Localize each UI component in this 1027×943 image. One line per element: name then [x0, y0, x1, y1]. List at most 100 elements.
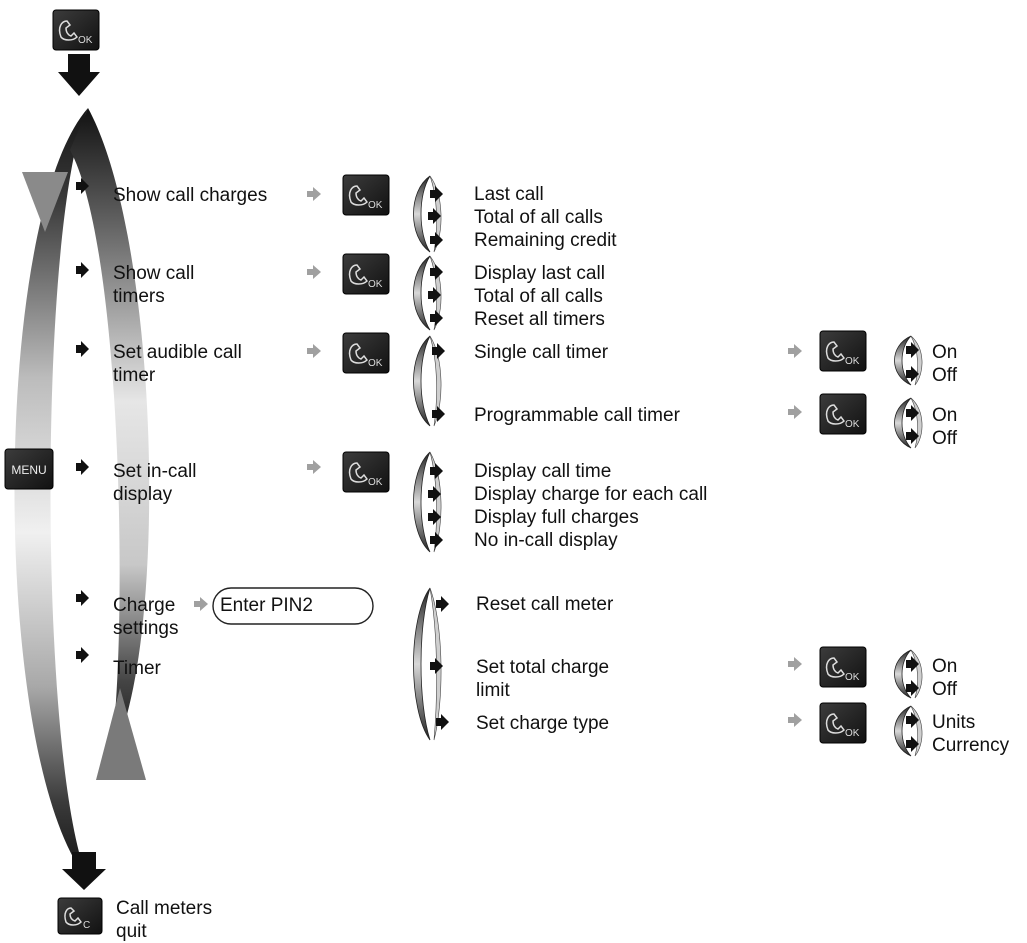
submenu-single-call-timer[interactable]: Single call timer [474, 342, 609, 363]
submenu-set-total-charge-limit[interactable]: Set total charge limit [476, 657, 610, 701]
menu-pointer-arrow-1 [76, 262, 89, 278]
gray-arrow-pin2 [194, 597, 208, 611]
submenu-programmable-call-timer[interactable]: Programmable call timer [474, 405, 680, 426]
ok-key-3: OK [342, 451, 390, 493]
svg-text:OK: OK [368, 279, 383, 290]
ok-key-top: OK [52, 9, 100, 51]
option-arrow-7 [906, 736, 919, 752]
option-charge-limit-off[interactable]: Off [932, 679, 957, 700]
option-single-timer-off[interactable]: Off [932, 365, 957, 386]
pin-box-outline [212, 587, 374, 625]
submenu-display-charge-each-call[interactable]: Display charge for each call [474, 484, 708, 505]
submenu-arrow-2 [430, 232, 443, 248]
ok-key-label: OK [78, 35, 93, 46]
menu-item-show-call-timers[interactable]: Show call timers [113, 263, 195, 307]
gray-arrow-col3-1 [788, 405, 802, 419]
submenu-no-in-call-display[interactable]: No in-call display [474, 530, 618, 551]
option-programmable-timer-off[interactable]: Off [932, 428, 957, 449]
submenu-set-charge-type[interactable]: Set charge type [476, 713, 610, 734]
menu-pointer-arrow-0 [76, 178, 89, 194]
menu-pointer-arrow-4 [76, 590, 89, 606]
submenu-display-full-charges[interactable]: Display full charges [474, 507, 639, 528]
submenu-total-all-calls-timers[interactable]: Total of all calls [474, 286, 603, 307]
submenu-loop-in-call-display [413, 451, 442, 553]
submenu-last-call[interactable]: Last call [474, 184, 544, 205]
submenu-reset-call-meter[interactable]: Reset call meter [476, 594, 614, 615]
option-charge-limit-on[interactable]: On [932, 656, 958, 677]
menu-pointer-arrow-5 [76, 647, 89, 663]
option-arrow-5 [906, 680, 919, 696]
submenu-total-all-calls-charges[interactable]: Total of all calls [474, 207, 603, 228]
submenu-arrow-13 [430, 658, 443, 674]
ok-key-1: OK [342, 253, 390, 295]
option-arrow-1 [906, 366, 919, 382]
option-loop-charge-type [894, 705, 923, 757]
menu-pointer-arrow-2 [76, 341, 89, 357]
menu-pointer-arrow-3 [76, 459, 89, 475]
option-single-timer-on[interactable]: On [932, 342, 958, 363]
gray-arrow-col1-3 [307, 460, 321, 474]
submenu-remaining-credit[interactable]: Remaining credit [474, 230, 617, 251]
ok-key-0: OK [342, 174, 390, 216]
down-arrow-bottom [62, 852, 106, 890]
option-loop-single-timer [894, 335, 923, 386]
ring-left-half [14, 108, 88, 880]
svg-text:OK: OK [845, 419, 860, 430]
submenu-loop-audible-timer [413, 335, 442, 427]
svg-text:OK: OK [368, 477, 383, 488]
pin2-entry-box[interactable]: Enter PIN2 [220, 595, 313, 616]
menu-loop-ring [14, 108, 150, 880]
submenu-arrow-0 [430, 186, 443, 202]
submenu-arrow-1 [428, 208, 441, 224]
option-charge-type-units[interactable]: Units [932, 712, 976, 733]
menu-item-set-in-call-display[interactable]: Set in-call display [113, 461, 197, 505]
ok-key-2: OK [342, 332, 390, 374]
submenu-arrow-11 [430, 532, 443, 548]
menu-item-timer[interactable]: Timer [113, 658, 161, 679]
gray-arrow-col1-2 [307, 344, 321, 358]
option-programmable-timer-on[interactable]: On [932, 405, 958, 426]
gray-arrow-col1-1 [307, 265, 321, 279]
submenu-arrow-12 [436, 596, 449, 612]
submenu-loop-charge-settings [413, 587, 442, 741]
dynamic-marks: OK OK OK OK OK OK OK OK [76, 174, 923, 757]
clear-key: C [57, 897, 103, 935]
menu-item-charge-settings[interactable]: Charge settings [113, 595, 179, 639]
gray-arrow-col3-0 [788, 344, 802, 358]
down-arrow-top-fill [58, 54, 100, 96]
menu-key: MENU [4, 448, 54, 490]
option-arrow-2 [906, 405, 919, 421]
svg-text:OK: OK [845, 356, 860, 367]
menu-key-label: MENU [11, 463, 46, 477]
svg-text:OK: OK [368, 358, 383, 369]
submenu-arrow-3 [430, 264, 443, 280]
ok-key-4: OK [819, 330, 867, 372]
submenu-display-last-call[interactable]: Display last call [474, 263, 605, 284]
svg-text:OK: OK [845, 672, 860, 683]
ok-key-7: OK [819, 702, 867, 744]
menu-item-show-call-charges[interactable]: Show call charges [113, 185, 268, 206]
option-loop-programmable [894, 397, 923, 449]
submenu-arrow-6 [432, 343, 445, 359]
gray-arrow-col3-2 [788, 657, 802, 671]
svg-text:OK: OK [845, 728, 860, 739]
submenu-arrow-10 [428, 509, 441, 525]
submenu-reset-all-timers[interactable]: Reset all timers [474, 309, 605, 330]
submenu-arrow-7 [432, 406, 445, 422]
loop-arrowhead-down [22, 172, 68, 232]
option-arrow-0 [906, 342, 919, 358]
ok-key-6: OK [819, 646, 867, 688]
gray-arrow-col3-3 [788, 713, 802, 727]
submenu-display-call-time[interactable]: Display call time [474, 461, 612, 482]
submenu-arrow-4 [428, 287, 441, 303]
submenu-arrow-8 [430, 463, 443, 479]
option-charge-type-currency[interactable]: Currency [932, 735, 1010, 756]
menu-item-set-audible-call-timer[interactable]: Set audible call timer [113, 342, 242, 386]
ring-right-half [70, 108, 150, 760]
svg-text:OK: OK [368, 200, 383, 211]
gray-arrow-col1-0 [307, 187, 321, 201]
clear-key-label: C [83, 920, 90, 931]
option-arrow-4 [906, 656, 919, 672]
